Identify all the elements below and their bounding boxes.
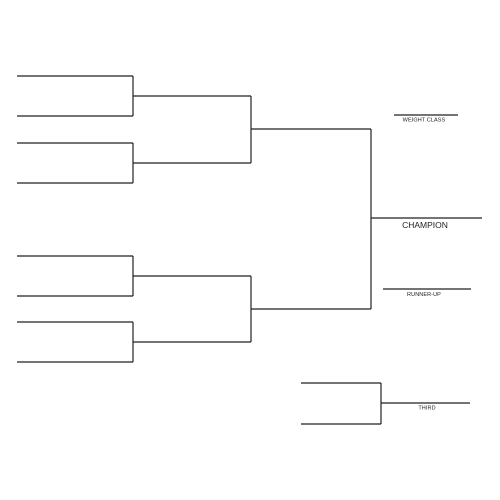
weight-class-label: WEIGHT CLASS	[403, 118, 446, 124]
round-1-slots	[17, 75, 133, 363]
champion-label: CHAMPION	[402, 220, 448, 230]
round-2-slots	[133, 95, 252, 343]
runner-up-label: RUNNER-UP	[407, 292, 441, 298]
final-slots	[251, 128, 482, 310]
third-label: THIRD	[418, 406, 435, 412]
third-place-bracket	[301, 382, 470, 425]
